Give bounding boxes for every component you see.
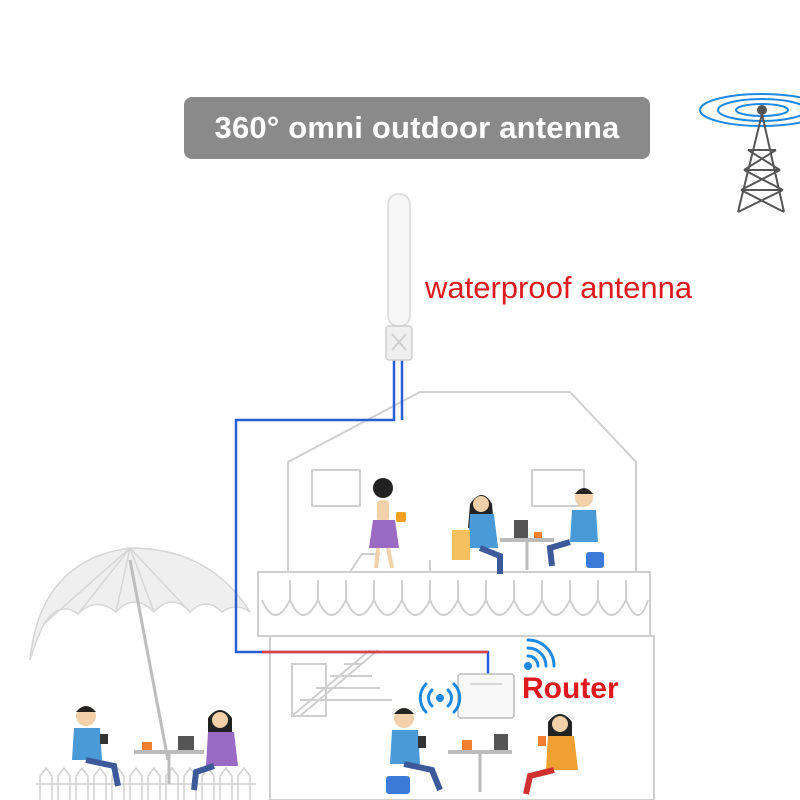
person-man-phone <box>72 706 121 787</box>
umbrella-icon <box>29 547 251 761</box>
router-label: Router <box>522 672 619 705</box>
waterproof-antenna-label: waterproof antenna <box>425 270 693 305</box>
person-woman-sitting <box>452 495 503 574</box>
person-man-reading <box>386 708 443 794</box>
cell-tower-icon <box>699 93 800 213</box>
table-with-laptop <box>500 520 554 570</box>
antenna-cables <box>234 360 490 690</box>
person-woman-drinking <box>523 714 578 795</box>
person-man-sitting <box>546 488 604 568</box>
person-woman-laptop <box>191 710 238 791</box>
wifi-signal-icon <box>418 682 462 714</box>
person-girl-standing <box>369 478 406 569</box>
fence <box>36 766 256 800</box>
building-outline <box>257 391 655 800</box>
outdoor-antenna <box>385 193 413 361</box>
diagram-title: 360° omni outdoor antenna <box>184 97 650 159</box>
wifi-signal-icon <box>524 638 556 670</box>
router-icon <box>457 673 515 719</box>
table-with-laptop <box>134 736 204 784</box>
table-with-laptop <box>448 734 512 792</box>
